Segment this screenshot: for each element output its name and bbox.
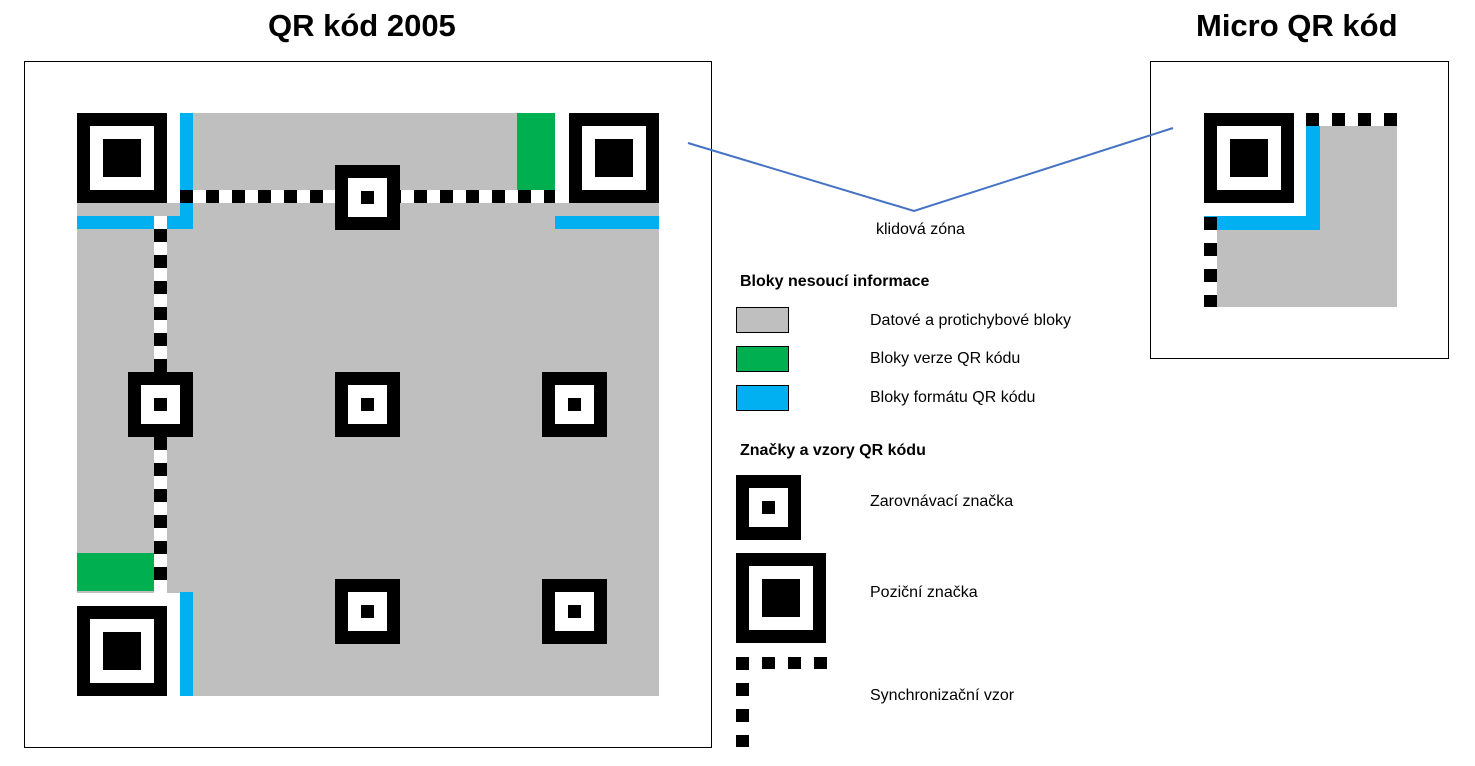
quiet-zone-label: klidová zóna bbox=[876, 221, 965, 238]
legend-patterns-header: Značky a vzory QR kódu bbox=[740, 442, 926, 459]
qr2005-frame bbox=[24, 61, 712, 748]
format-block-swatch bbox=[736, 385, 789, 411]
micro-qr-frame bbox=[1150, 61, 1449, 359]
data-block-swatch bbox=[736, 307, 789, 333]
legend-item-timing: Synchronizační vzor bbox=[870, 687, 1015, 704]
micro-format-block-vertical bbox=[1306, 126, 1320, 230]
legend-item-alignment: Zarovnávací značka bbox=[870, 493, 1014, 510]
version-block-bottom-left bbox=[77, 553, 155, 591]
format-block-bl-vertical bbox=[180, 592, 193, 696]
micro-timing-pattern-vertical bbox=[1204, 217, 1217, 307]
legend-item-data: Datové a protichybové bloky bbox=[870, 312, 1071, 329]
legend-item-version: Bloky verze QR kódu bbox=[870, 350, 1021, 367]
format-block-tr-horizontal bbox=[555, 216, 659, 229]
micro-format-block-horizontal bbox=[1204, 216, 1320, 230]
legend-info-header: Bloky nesoucí informace bbox=[740, 273, 930, 290]
qr2005-title: QR kód 2005 bbox=[268, 8, 456, 43]
micro-timing-pattern-horizontal bbox=[1306, 113, 1397, 126]
micro-qr-title: Micro QR kód bbox=[1196, 8, 1398, 43]
legend-item-format: Bloky formátu QR kódu bbox=[870, 389, 1036, 406]
legend-item-finder: Poziční značka bbox=[870, 584, 978, 601]
version-block-swatch bbox=[736, 346, 789, 372]
version-block-top-right bbox=[517, 113, 555, 191]
